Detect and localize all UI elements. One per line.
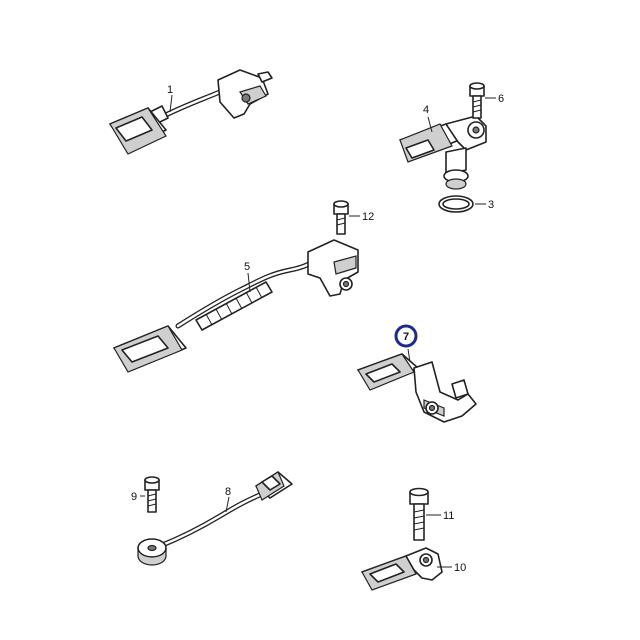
part-9-bolt[interactable] — [144, 476, 160, 513]
part-6-bolt[interactable] — [469, 82, 485, 119]
highlight-circle — [394, 324, 418, 348]
callout-9: 9 — [131, 491, 137, 503]
part-5-sensor-with-cable[interactable] — [113, 239, 359, 373]
leader-lines — [140, 94, 496, 568]
callout-12: 12 — [362, 211, 374, 223]
part-7-sensor[interactable] — [357, 353, 477, 423]
part-4-sensor-housing[interactable] — [399, 115, 487, 190]
callout-8: 8 — [225, 486, 231, 498]
part-8-knock-sensor[interactable] — [137, 471, 293, 566]
part-1-sensor-with-cable[interactable] — [109, 69, 273, 155]
part-12-bolt[interactable] — [333, 200, 349, 235]
callout-3: 3 — [488, 199, 494, 211]
callout-10: 10 — [454, 562, 466, 574]
callout-11: 11 — [443, 510, 454, 522]
part-3-o-ring[interactable] — [438, 195, 474, 213]
callout-7: 7 — [403, 331, 409, 343]
callout-7-highlight[interactable]: 7 — [394, 324, 418, 348]
callout-5: 5 — [244, 261, 250, 273]
callout-4: 4 — [423, 104, 429, 116]
callout-6: 6 — [498, 93, 504, 105]
part-11-bolt[interactable] — [409, 487, 429, 541]
part-10-sensor[interactable] — [361, 547, 443, 591]
callout-1: 1 — [167, 84, 173, 96]
